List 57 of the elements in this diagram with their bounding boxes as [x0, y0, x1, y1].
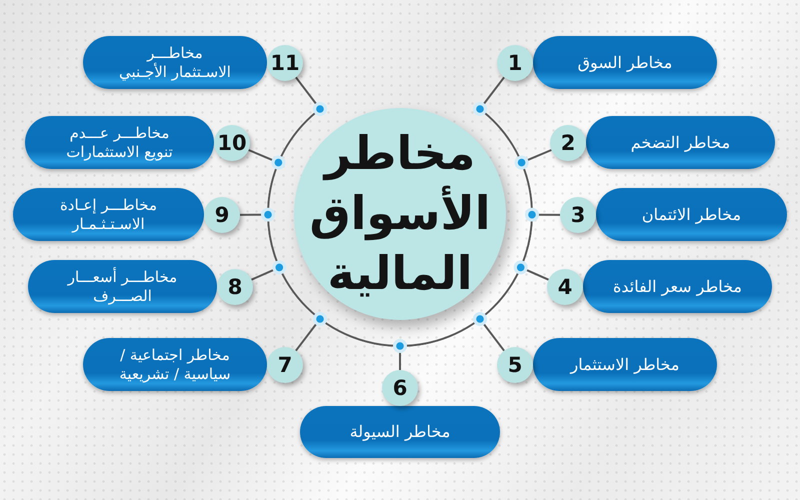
risk-pill [83, 338, 267, 391]
step-number: 4 [558, 276, 572, 298]
risk-pill [586, 116, 775, 169]
connector-line [514, 260, 549, 281]
risk-label: مخاطر اجتماعية / سياسية / تشريعية [118, 346, 232, 384]
step-number: 3 [570, 204, 586, 226]
step-number: 6 [392, 378, 408, 398]
step-number: 2 [560, 132, 576, 154]
step-number: 1 [508, 52, 522, 74]
risk-label: مخاطـــر الاسـتثمار الأجـنبي [118, 44, 232, 82]
risk-label: مخاطر التضخم [630, 132, 730, 152]
risk-label: مخاطر سعر الفائدة [613, 276, 742, 296]
connector-line [473, 312, 505, 352]
number-badge [217, 269, 253, 305]
risk-label: مخاطـــر عـــدم تنويع الاستثمارات [65, 124, 174, 162]
risk-label: مخاطر الائتمان [642, 204, 742, 224]
step-number: 11 [270, 52, 300, 74]
connector-line [248, 149, 286, 170]
risk-pill [596, 188, 787, 241]
number-badge [382, 370, 418, 406]
connector-line [525, 208, 560, 222]
connector-line [295, 76, 327, 116]
risk-label: مخاطـــر إعـادة الاسـتـثـمـار [58, 196, 158, 234]
number-badge [547, 269, 583, 305]
risk-pill [83, 36, 267, 89]
number-badge [267, 347, 303, 383]
connector-line [473, 76, 505, 116]
title-circle [294, 108, 506, 320]
number-badge [214, 125, 250, 161]
risk-label: مخاطر السيولة [350, 422, 450, 442]
connector-line [514, 149, 552, 170]
connector-line [251, 260, 286, 281]
risk-pill [583, 260, 772, 313]
connector-line [295, 312, 327, 352]
risk-pill [25, 116, 214, 169]
risk-pill [28, 260, 217, 313]
risk-label: مخاطـــر أسعـــار الصـــرف [66, 268, 178, 306]
step-number: 8 [228, 276, 242, 298]
number-badge [497, 45, 533, 81]
number-badge [560, 197, 596, 233]
risk-label: مخاطر الاستثمار [570, 354, 680, 374]
number-badge [267, 45, 303, 81]
connector-line [393, 339, 407, 370]
step-number: 7 [278, 354, 292, 376]
risk-pill [300, 406, 500, 458]
number-badge [204, 197, 240, 233]
number-badge [550, 125, 586, 161]
connector-line [240, 208, 275, 222]
risk-pill [533, 338, 717, 391]
step-number: 9 [214, 204, 230, 226]
step-number: 5 [508, 354, 522, 376]
risk-pill [13, 188, 204, 241]
step-number: 10 [217, 132, 247, 154]
risk-pill [533, 36, 717, 89]
title-text: مخاطر الأسواق المالية [308, 125, 492, 302]
number-badge [497, 347, 533, 383]
risk-label: مخاطر السوق [578, 52, 672, 72]
